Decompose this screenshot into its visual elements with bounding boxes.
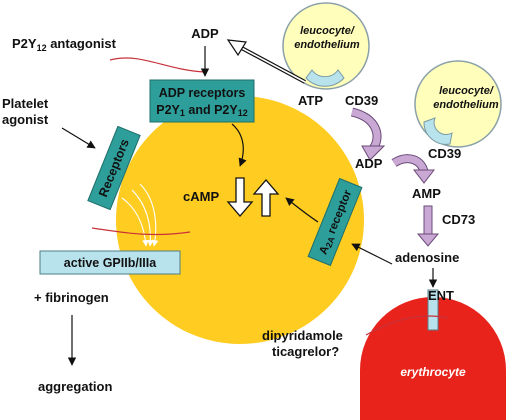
camp-up-arrow — [252, 179, 280, 217]
cell-b-label-line1: leucocyte/ — [439, 85, 495, 97]
leucocyte-endothelium-cell-a: leucocyte/ endothelium — [282, 2, 370, 90]
a2a-to-camp-arrow — [285, 197, 319, 223]
cd73-label: CD73 — [442, 212, 475, 227]
receptors-to-gpiib-signal-1 — [121, 197, 149, 247]
ent-transporter — [427, 289, 439, 331]
signal-inhibition-line — [91, 227, 191, 236]
camp-down-arrow — [226, 177, 254, 217]
adp-mid-label: ADP — [355, 156, 383, 171]
p2y12-antagonist-inhibition-line — [109, 57, 206, 73]
camp-label: cAMP — [183, 189, 219, 204]
cell-a-label-line1: leucocyte/ — [300, 25, 356, 37]
agonist-to-receptors-arrow — [61, 127, 96, 149]
leucocyte-endothelium-cell-b: leucocyte/ endothelium — [414, 60, 502, 148]
svg-text:ADP receptors: ADP receptors — [159, 86, 246, 100]
erythrocyte-label: erythrocyte — [400, 365, 466, 379]
dipyridamole-label: dipyridamole — [262, 328, 343, 343]
cd39-atp-conversion-arrow — [350, 107, 386, 161]
cd39-label-a: CD39 — [345, 93, 378, 108]
svg-text:P2Y1 and P2Y12: P2Y1 and P2Y12 — [156, 103, 247, 118]
platelet-agonist-label-line1: Platelet — [2, 96, 49, 111]
gpiib-iiia-box: active GPIIb/IIIa — [39, 250, 181, 275]
adp-receptor-to-camp-arrow — [231, 123, 247, 167]
receptors-to-gpiib-signal-3 — [139, 183, 159, 247]
amp-label: AMP — [412, 186, 441, 201]
adenosine-to-a2a-arrow — [351, 243, 393, 265]
adenosine-label: adenosine — [395, 250, 459, 265]
platelet-agonist-label-line2: agonist — [2, 112, 49, 127]
aggregation-label: aggregation — [38, 379, 112, 394]
atp-to-adp-arrow — [226, 39, 306, 84]
cd39-adp-conversion-arrow — [391, 154, 436, 184]
receptors-to-gpiib-signal-2 — [131, 189, 154, 247]
cd73-conversion-arrow — [416, 205, 440, 247]
ent-label: ENT — [428, 288, 454, 303]
platelet-body — [116, 96, 364, 344]
erythrocyte: erythrocyte — [360, 297, 506, 420]
svg-text:active GPIIb/IIIa: active GPIIb/IIIa — [64, 256, 157, 270]
ent-inhibition-line — [365, 315, 449, 336]
adp-receptors-box: ADP receptors P2Y1 and P2Y12 — [149, 79, 255, 123]
ticagrelor-label: ticagrelor? — [272, 344, 339, 359]
cell-a-label-line2: endothelium — [294, 39, 360, 51]
fibrinogen-label: + fibrinogen — [34, 290, 109, 305]
receptors-box: Receptors — [87, 125, 141, 211]
p2y12-antagonist-label: P2Y12 antagonist — [12, 36, 117, 53]
adp-top-label: ADP — [191, 26, 219, 41]
cell-b-label-line2: endothelium — [433, 99, 499, 111]
atp-label: ATP — [298, 93, 323, 108]
cd39-label-b: CD39 — [428, 146, 461, 161]
